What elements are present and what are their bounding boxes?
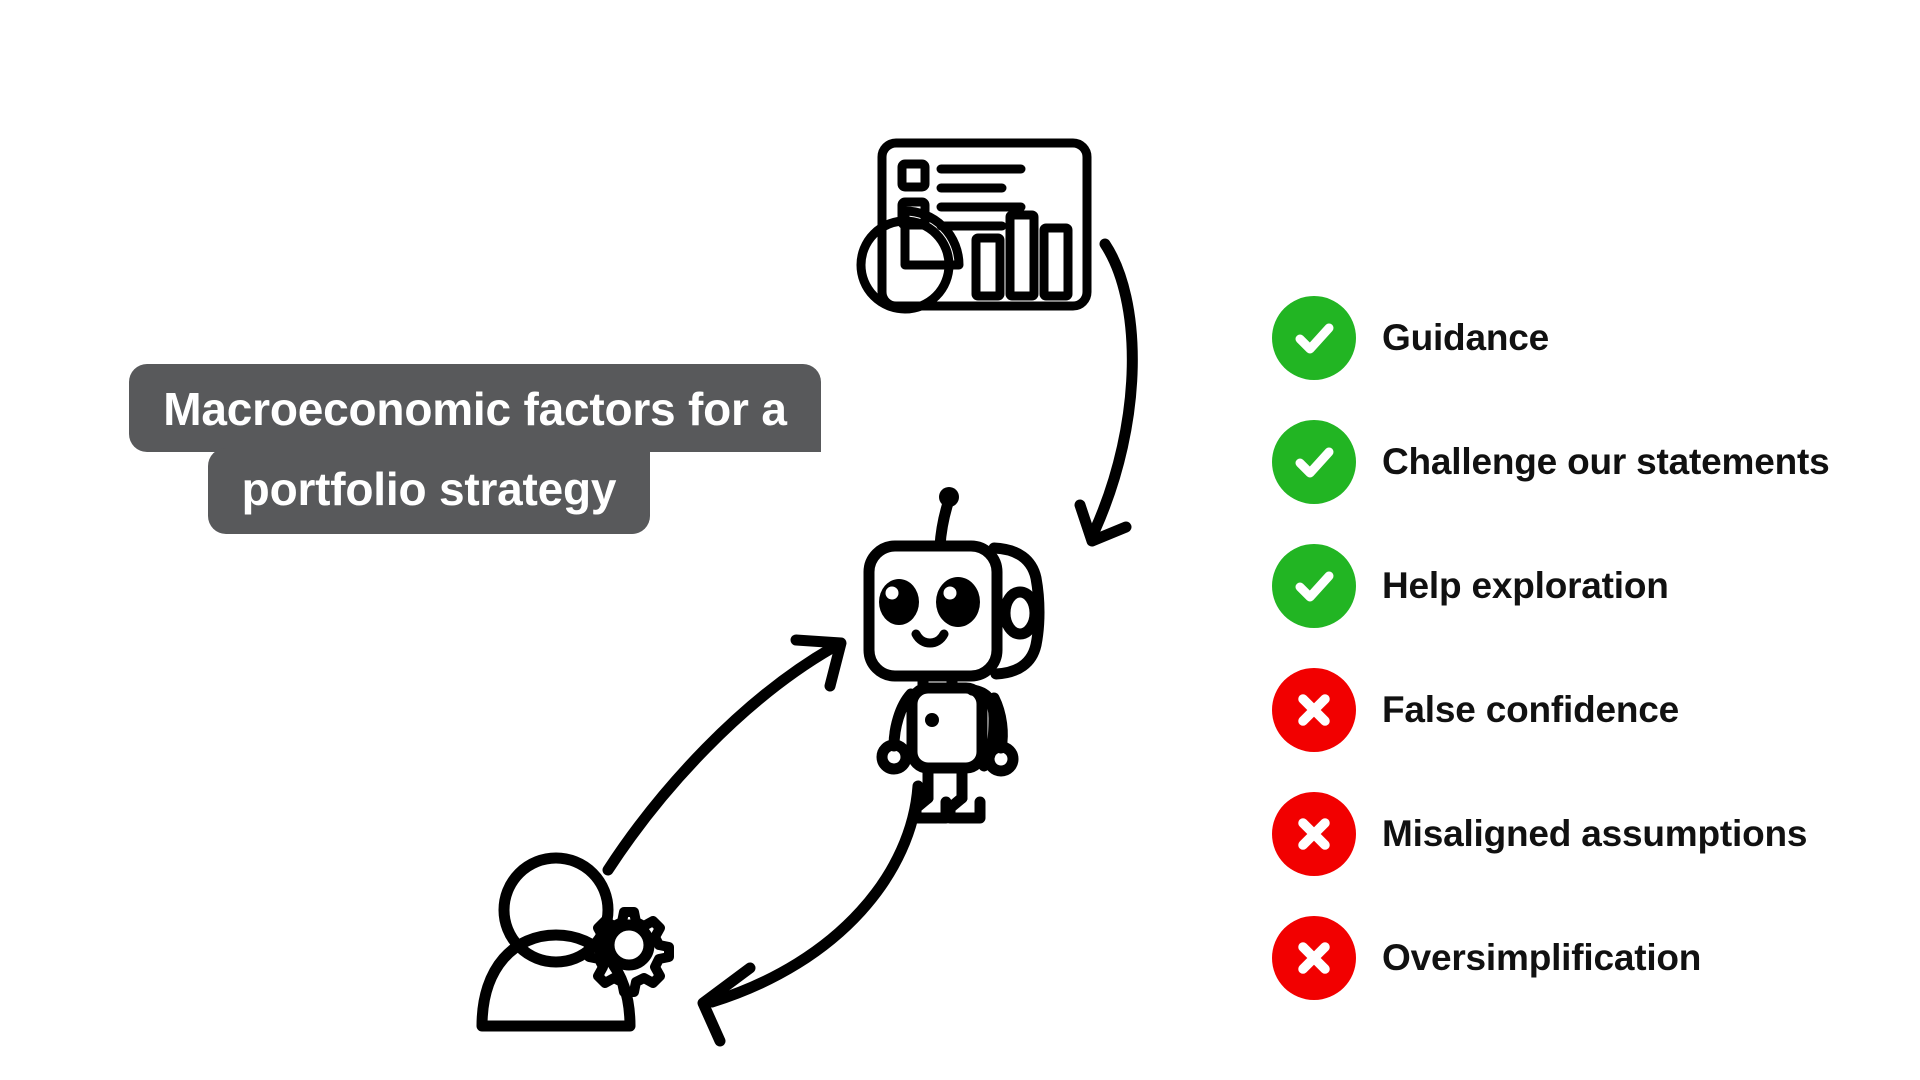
robot-assistant-icon bbox=[863, 487, 1045, 824]
curved-arrow-up-right-icon bbox=[602, 634, 847, 876]
outcome-label: Misaligned assumptions bbox=[1382, 813, 1808, 854]
list-item: False confidence bbox=[1272, 660, 1912, 760]
outcome-label: Help exploration bbox=[1382, 565, 1669, 606]
person-with-gear-icon bbox=[476, 852, 674, 1032]
x-circle-icon bbox=[1272, 792, 1356, 876]
user-prompt-callout: Macroeconomic factors for a portfolio st… bbox=[105, 364, 845, 534]
outcome-label: Oversimplification bbox=[1382, 937, 1702, 978]
outcome-label: Guidance bbox=[1382, 317, 1549, 358]
outcome-list: Guidance Challenge our statements Help e… bbox=[1272, 288, 1912, 1032]
check-circle-icon bbox=[1272, 544, 1356, 628]
outcome-label: Challenge our statements bbox=[1382, 441, 1830, 482]
prompt-line-1: Macroeconomic factors for a bbox=[129, 364, 821, 452]
check-circle-icon bbox=[1272, 420, 1356, 504]
outcome-label: False confidence bbox=[1382, 689, 1680, 730]
curved-arrow-down-icon bbox=[1074, 238, 1138, 547]
x-circle-icon bbox=[1272, 916, 1356, 1000]
check-circle-icon bbox=[1272, 296, 1356, 380]
prompt-line-2: portfolio strategy bbox=[207, 448, 651, 534]
list-item: Help exploration bbox=[1272, 536, 1912, 636]
x-circle-icon bbox=[1272, 668, 1356, 752]
curved-arrow-down-left-icon bbox=[697, 780, 924, 1047]
dashboard-report-icon bbox=[856, 138, 1092, 314]
list-item: Guidance bbox=[1272, 288, 1912, 388]
list-item: Oversimplification bbox=[1272, 908, 1912, 1008]
list-item: Challenge our statements bbox=[1272, 412, 1912, 512]
list-item: Misaligned assumptions bbox=[1272, 784, 1912, 884]
